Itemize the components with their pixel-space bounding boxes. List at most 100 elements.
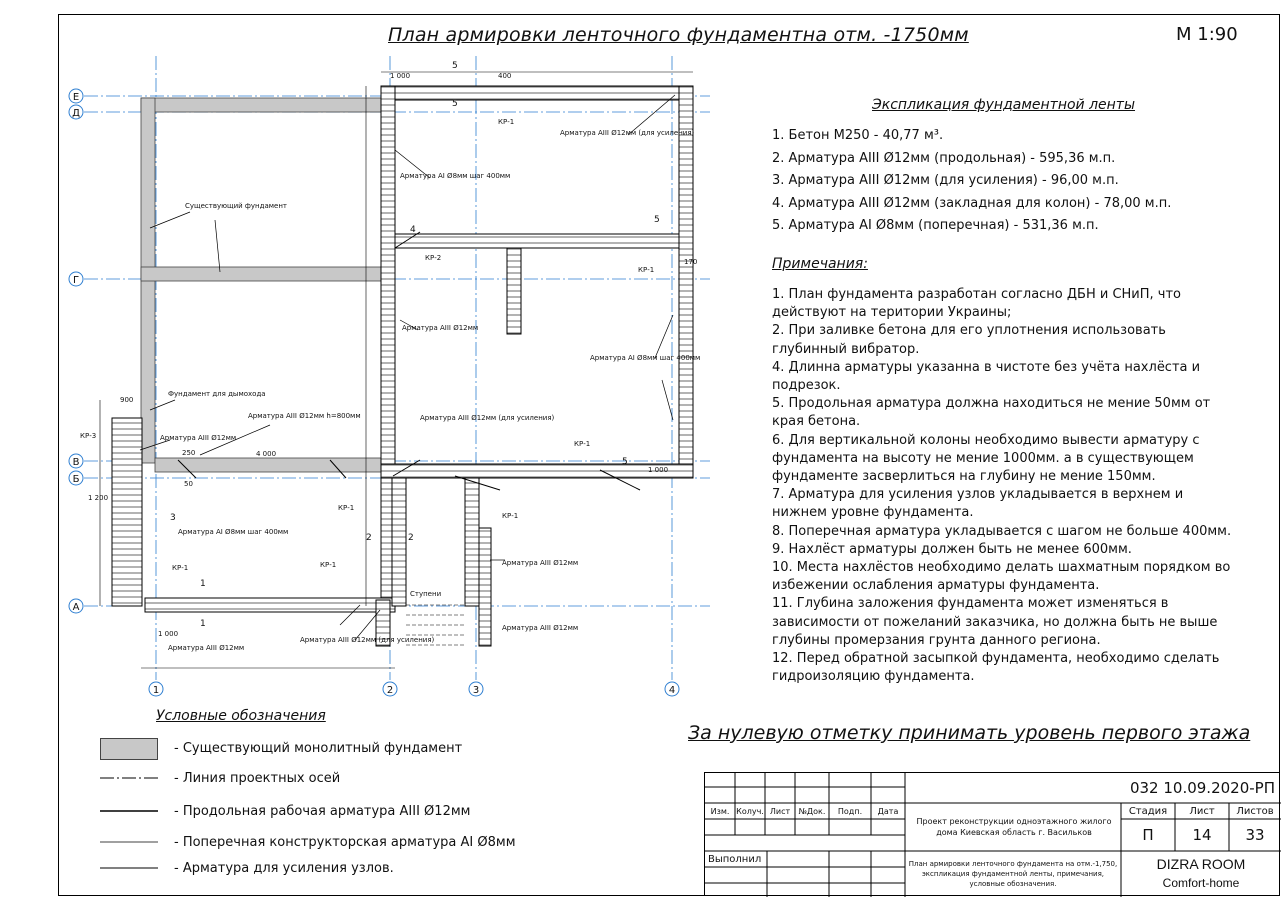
explication-item: 2. Арматура АIII Ø12мм (продольная) - 59… [772, 150, 1116, 166]
section-5-c: 5 [654, 215, 660, 225]
legend-row-axis: - Линия проектных осей [100, 768, 340, 788]
axis-label-2: 2 [387, 685, 393, 696]
dimension-lines [99, 71, 693, 669]
drawing-frame [58, 14, 1280, 896]
label-kr1-b: КР-1 [638, 266, 654, 274]
legend-text: - Поперечная конструкторская арматура АI… [174, 834, 516, 850]
label-kr2: КР-2 [425, 254, 441, 262]
note-item: 1. План фундамента разработан согласно Д… [772, 287, 1181, 321]
note-item: 9. Нахлёст арматуры должен быть не менее… [772, 541, 1132, 557]
axis-label-b: Б [73, 474, 80, 485]
stamp-code: 032 10.09.2020-РП [1129, 779, 1275, 797]
drawing-scale: М 1:90 [1176, 24, 1238, 45]
section-5-b: 5 [452, 99, 458, 109]
legend-symbol-axis [100, 768, 158, 788]
dim-top-400: 400 [498, 72, 511, 80]
drawing-title: План армировки ленточного фундаментна от… [388, 24, 969, 46]
section-4: 4 [410, 225, 416, 235]
stamp-sheet-header: Лист [1189, 805, 1215, 817]
label-kr1-a: КР-1 [498, 118, 514, 126]
label-rebar-a1-left: Арматура АI Ø8мм шаг 400мм [178, 528, 288, 536]
leader-lines [139, 94, 676, 641]
label-rebar-a3-bottom: Арматура АIII Ø12мм [168, 644, 244, 652]
label-rebar-reinf-mid: Арматура АIII Ø12мм (для усиления) [420, 414, 555, 422]
legend-row-existing: - Существующий монолитный фундамент [100, 738, 463, 760]
legend-text: - Арматура для усиления узлов. [174, 860, 394, 876]
stamp-sheets: 33 [1245, 826, 1265, 844]
label-kr3: КР-3 [80, 432, 96, 440]
section-5-d: 5 [622, 457, 628, 467]
dim-left-900: 900 [120, 396, 133, 404]
title-block-grid [705, 773, 1281, 897]
explication-item: 4. Арматура АIII Ø12мм (закладная для ко… [772, 195, 1172, 211]
legend-row-longitudinal: - Продольная рабочая арматура АIII Ø12мм [100, 801, 470, 821]
note-item: 11. Глубина заложения фундамента может и… [772, 596, 1218, 648]
label-rebar-reinf-bottom: Арматура АIII Ø12мм (для усиления) [300, 636, 435, 644]
dim-top-1000: 1 000 [390, 72, 410, 80]
new-foundation [111, 85, 694, 647]
stamp-col-sign: Подп. [837, 806, 863, 816]
explication-list: 1. Бетон М250 - 40,77 м³. 2. Арматура АI… [772, 125, 1171, 238]
stamp-project: Проект реконструкции одноэтажного жилого… [916, 817, 1112, 837]
legend-symbol-transverse [100, 832, 158, 852]
note-item: 7. Арматура для усиления узлов укладывае… [772, 487, 1184, 521]
explication-title: Экспликация фундаментной ленты [872, 97, 1136, 113]
notes-list: 1. План фундамента разработан согласно Д… [772, 286, 1232, 686]
legend-row-transverse: - Поперечная конструкторская арматура АI… [100, 832, 516, 852]
reinforcement-bars [177, 231, 641, 491]
dim-50: 50 [184, 480, 193, 488]
legend-title: Условные обозначения [156, 708, 326, 724]
notes-title: Примечания: [772, 256, 868, 272]
legend-symbol-longitudinal [100, 801, 158, 821]
dim-bottom-1000: 1 000 [158, 630, 178, 638]
dim-1200: 1 200 [88, 494, 108, 502]
stamp-col-rev: Изм. [710, 806, 730, 816]
axis-label-d: Д [72, 108, 80, 119]
section-1-b: 1 [200, 619, 206, 629]
stamp-stage: П [1142, 826, 1154, 844]
stamp-col-count: Колуч. [736, 806, 764, 816]
stamp-sheet: 14 [1192, 826, 1212, 844]
axis-label-g: Г [73, 275, 79, 286]
label-existing: Существующий фундамент [185, 202, 287, 210]
legend-text: - Существующий монолитный фундамент [174, 740, 463, 756]
label-kr1-e: КР-1 [502, 512, 518, 520]
section-3: 3 [170, 513, 176, 523]
axis-bubbles [68, 88, 680, 697]
explication-item: 3. Арматура АIII Ø12мм (для усиления) - … [772, 173, 1119, 188]
axis-label-a: А [73, 602, 80, 613]
label-kr1-d: КР-1 [338, 504, 354, 512]
label-rebar-a1-top: Арматура АI Ø8мм шаг 400мм [400, 172, 510, 180]
label-rebar-h800: Арматура АIII Ø12мм h=800мм [248, 412, 361, 420]
label-chimney: Фундамент для дымохода [168, 390, 266, 398]
axis-label-v: В [73, 457, 80, 468]
note-item: 12. Перед обратной засыпкой фундамента, … [772, 651, 1220, 685]
note-item: 2. При заливке бетона для его уплотнения… [772, 323, 1166, 357]
legend-row-reinforcement: - Арматура для усиления узлов. [100, 858, 394, 878]
section-2-b: 2 [408, 533, 414, 543]
steps [406, 604, 465, 646]
stamp-col-doc: №Док. [798, 806, 826, 816]
title-block: 032 10.09.2020-РП Изм. Колуч. Лист №Док.… [704, 772, 1281, 897]
stamp-sheet-title: План армировки ленточного фундамента на … [908, 860, 1118, 888]
dim-right-1000: 1 000 [648, 466, 668, 474]
company-subtitle: Comfort-home [1162, 876, 1240, 890]
label-rebar-a3-mid: Арматура АIII Ø12мм [402, 324, 478, 332]
dim-250: 250 [182, 449, 195, 457]
label-kr1-g: КР-1 [320, 561, 336, 569]
axis-label-3: 3 [473, 685, 479, 696]
explication-item: 1. Бетон М250 - 40,77 м³. [772, 128, 944, 143]
label-rebar-a3-col3: Арматура АIII Ø12мм [502, 559, 578, 567]
note-item: 10. Места нахлёстов необходимо делать ша… [772, 560, 1231, 594]
company-name: DIZRA ROOM [1156, 856, 1246, 872]
label-kr1-c: КР-1 [574, 440, 590, 448]
axis-label-4: 4 [669, 685, 675, 696]
zero-level-note: За нулевую отметку принимать уровень пер… [688, 722, 1251, 744]
label-steps: Ступени [410, 590, 441, 598]
stamp-stage-header: Стадия [1128, 805, 1168, 817]
label-rebar-a1-right: Арматура АI Ø8мм шаг 400мм [590, 354, 700, 362]
stamp-col-sheet: Лист [769, 806, 791, 816]
stamp-performed: Выполнил [708, 853, 762, 865]
note-item: 5. Продольная арматура должна находиться… [772, 396, 1211, 430]
